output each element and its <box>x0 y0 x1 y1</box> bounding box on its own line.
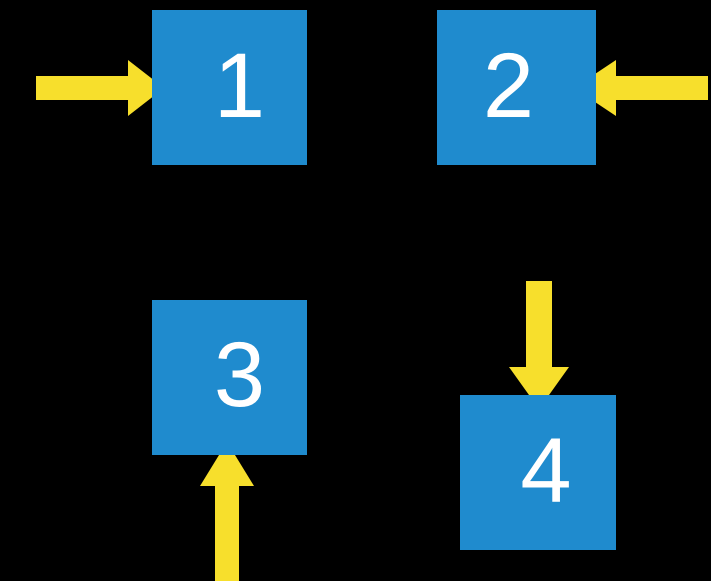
node-label-2: 2 <box>482 34 535 137</box>
arrow-up-icon <box>200 442 254 581</box>
arrow-down-icon <box>509 281 569 409</box>
node-label-1: 1 <box>213 34 266 137</box>
node-label-3: 3 <box>213 323 266 426</box>
node-box-3[interactable]: 3 <box>152 300 307 455</box>
node-box-2[interactable]: 2 <box>437 10 596 165</box>
node-label-4: 4 <box>520 419 572 522</box>
node-box-4[interactable]: 4 <box>460 395 616 550</box>
node-box-1[interactable]: 1 <box>152 10 307 165</box>
arrow-right-icon <box>36 60 164 116</box>
arrow-left-icon <box>574 60 708 116</box>
